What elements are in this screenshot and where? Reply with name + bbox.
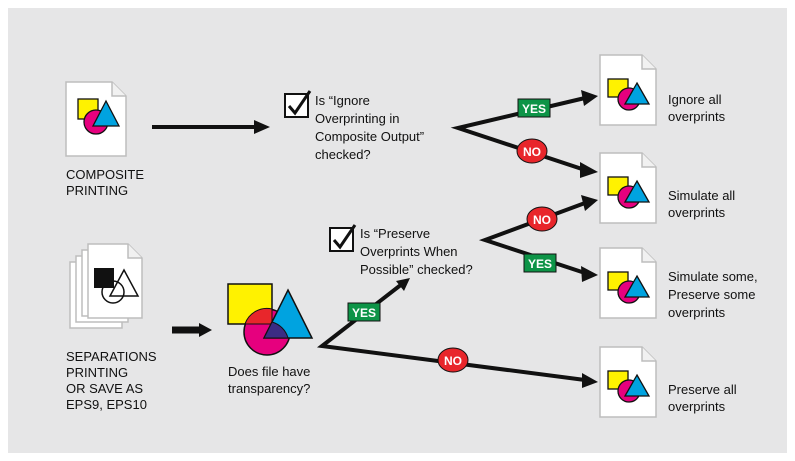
no-badge-transparency: NO [437, 347, 469, 373]
yes-badge-text: YES [522, 102, 546, 116]
outcome-simulate-some-label: Simulate some, Preserve some overprints [668, 269, 761, 320]
outcome-simulate-some: Simulate some, Preserve some overprints [599, 247, 761, 320]
separations-printing-label: SEPARATIONS PRINTING OR SAVE AS EPS9, EP… [66, 349, 160, 412]
document-icon [599, 152, 657, 224]
yes-badge-ignore: YES [517, 98, 551, 118]
no-badge-ignore: NO [516, 138, 548, 164]
yes-badge-preserve: YES [523, 253, 557, 273]
no-badge-preserve: NO [526, 206, 558, 232]
outcome-preserve-all-label: Preserve all overprints [668, 382, 740, 414]
arrow-composite-to-question [152, 120, 270, 134]
checkbox-checked-icon [284, 90, 312, 118]
composite-document-icon [65, 81, 127, 157]
no-badge-text: NO [444, 354, 462, 368]
question-preserve-overprints: Is “Preserve Overprints When Possible” c… [360, 226, 473, 277]
overlapping-shapes-icon [227, 283, 314, 356]
question-ignore-overprinting: Is “Ignore Overprinting in Composite Out… [315, 93, 428, 162]
yes-badge-text: YES [528, 257, 552, 271]
question-transparency: Does file have transparency? [228, 364, 314, 396]
outcome-simulate-all: Simulate all overprints [599, 152, 739, 224]
outcome-preserve-all: Preserve all overprints [599, 346, 740, 418]
yes-badge-text: YES [352, 306, 376, 320]
document-icon [599, 54, 657, 126]
document-icon [599, 247, 657, 319]
no-badge-text: NO [533, 213, 551, 227]
arrow-separations-to-transparency [172, 323, 212, 337]
yes-badge-transparency: YES [347, 302, 381, 322]
diagram-background [8, 8, 787, 453]
no-badge-text: NO [523, 145, 541, 159]
checkbox-checked-icon [329, 224, 357, 252]
document-icon [599, 346, 657, 418]
document-stack-icon [69, 243, 143, 329]
composite-printing-label: COMPOSITE PRINTING [66, 167, 148, 198]
outcome-ignore-all: Ignore all overprints [599, 54, 726, 126]
outcome-ignore-all-label: Ignore all overprints [668, 92, 726, 124]
outcome-simulate-all-label: Simulate all overprints [668, 188, 739, 220]
